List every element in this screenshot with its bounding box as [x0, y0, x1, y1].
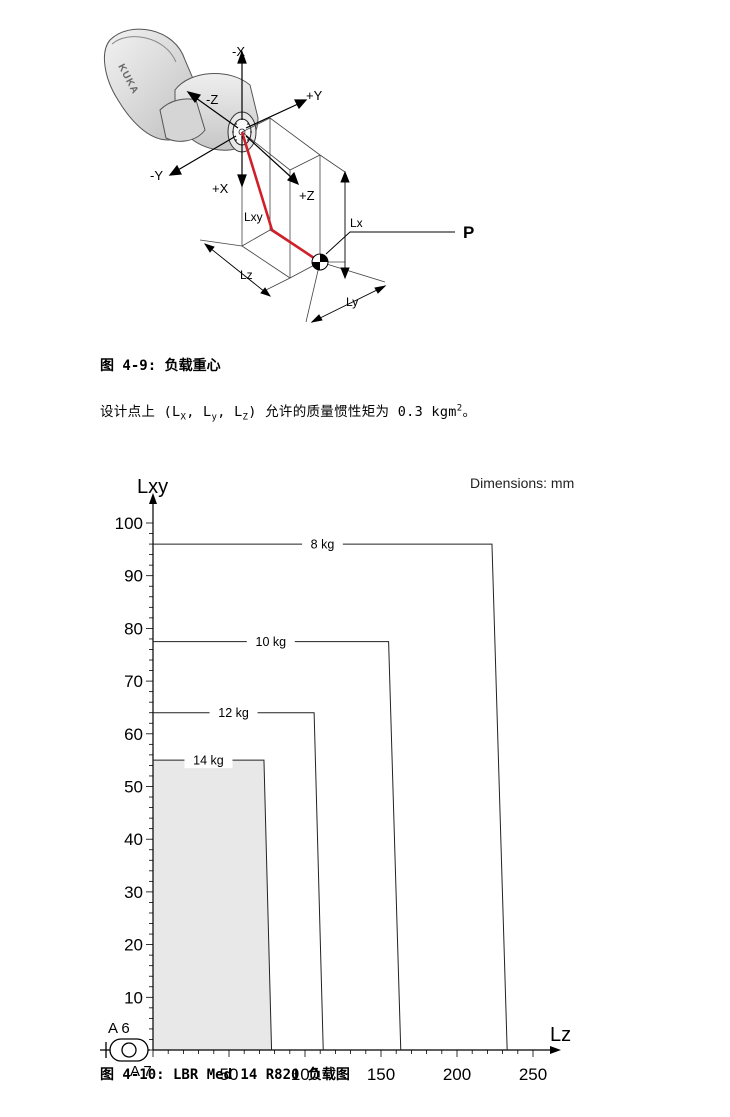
axis-label-pos-y: +Y: [306, 88, 323, 103]
y-tick-label: 20: [124, 936, 143, 955]
series-line-1: [153, 641, 402, 1051]
point-label-p: P: [463, 223, 474, 242]
x-tick-label: 200: [443, 1065, 471, 1084]
x-axis-label: Lz: [550, 1024, 571, 1046]
flange-label-a6: A 6: [108, 1020, 130, 1037]
payload-chart: 10 20 30 40 50 60 70 80 90 100 50 100 150 200 250 8 kg 1…: [100, 475, 574, 1084]
series-label-bg-1: [246, 633, 295, 650]
y-tick-label: 60: [124, 725, 143, 744]
series-line-2: [153, 712, 324, 1051]
y-tick-label: 40: [124, 830, 143, 849]
axis-label-neg-z: -Z: [206, 92, 218, 107]
dim-label-lz: Lz: [240, 268, 253, 282]
figure-caption-4-10: 图 4-10: LBR Med 14 R820 负载图: [100, 1067, 350, 1083]
y-tick-label: 10: [124, 988, 143, 1007]
y-axis-arrow: [149, 493, 157, 504]
axis-label-pos-z: +Z: [299, 188, 315, 203]
axis-label-neg-x: -X: [232, 44, 245, 59]
units-note: Dimensions: mm: [470, 475, 574, 491]
series-label-2: 12 kg: [218, 706, 249, 720]
series-label-bg-0: [302, 536, 343, 553]
inertia-paragraph: 设计点上 (LX, Ly, LZ) 允许的质量惯性矩为 0.3 kgm2。: [100, 403, 477, 423]
y-tick-label: 90: [124, 567, 143, 586]
y-axis-label: Lxy: [137, 476, 168, 498]
series-fill-3: [153, 760, 272, 1050]
y-tick-label: 30: [124, 883, 143, 902]
dim-label-ly: Ly: [346, 295, 358, 309]
center-of-mass-icon: [311, 253, 329, 271]
robot-wrist: [159, 73, 259, 153]
flange-label-a7: A 7: [130, 1063, 152, 1080]
x-axis-arrow: [550, 1046, 561, 1054]
y-tick-label: 70: [124, 672, 143, 691]
dim-label-lxy: Lxy: [244, 210, 263, 224]
dimension-arrows: [203, 170, 387, 323]
coordinate-axes: [168, 50, 308, 188]
flange-icon: [100, 1038, 150, 1062]
series-label-1: 10 kg: [256, 635, 287, 649]
series-label-3: 14 kg: [193, 754, 224, 768]
series-label-bg-2: [209, 704, 258, 721]
y-tick-label: 80: [124, 619, 143, 638]
x-tick-label: 100: [291, 1065, 319, 1084]
dim-label-lx: Lx: [350, 216, 363, 230]
x-tick-label: 150: [367, 1065, 395, 1084]
axis-label-neg-y: -Y: [150, 168, 163, 183]
series-label-bg-3: [184, 752, 233, 769]
y-tick-label: 100: [115, 514, 143, 533]
p-leader-line: [325, 231, 455, 255]
series-line-0: [153, 543, 508, 1051]
figure-caption-4-9: 图 4-9: 负载重心: [100, 358, 221, 374]
y-tick-label: 50: [124, 778, 143, 797]
series-label-0: 8 kg: [311, 538, 335, 552]
x-tick-label: 250: [519, 1065, 547, 1084]
axis-label-pos-x: +X: [212, 181, 229, 196]
robot-payload-diagram: KUKA: [104, 28, 474, 323]
x-tick-label: 50: [220, 1065, 239, 1084]
lxy-path: [240, 131, 321, 264]
